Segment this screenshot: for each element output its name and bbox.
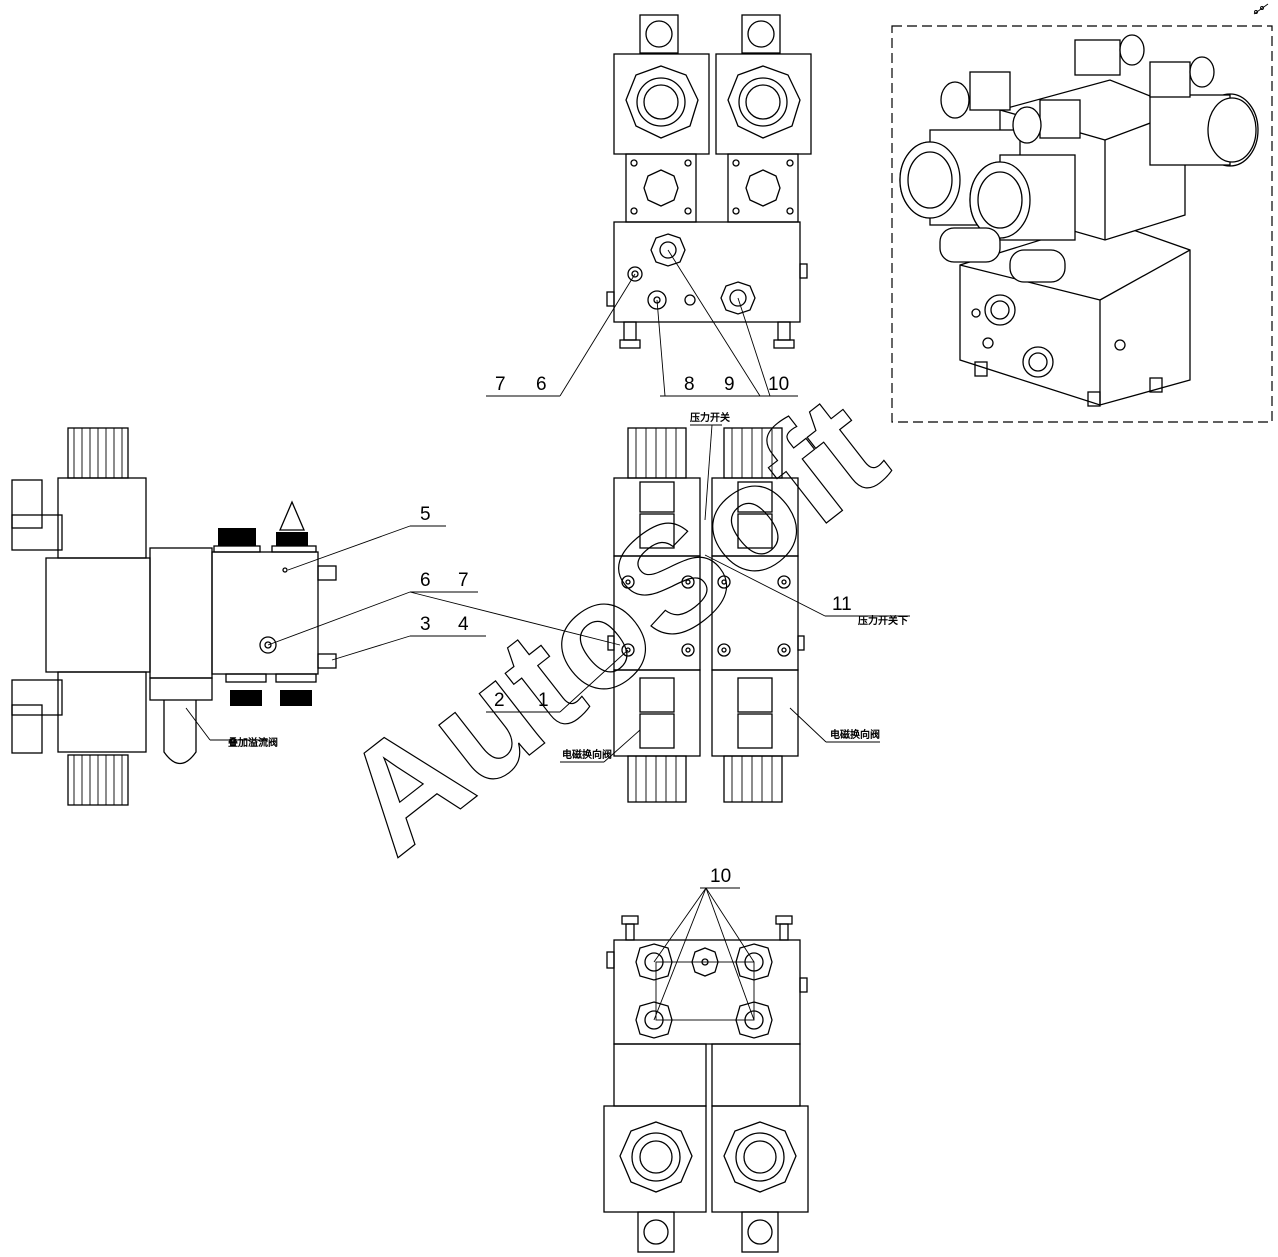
watermark-text: AutoSoft [311, 363, 913, 885]
annotation-solenoid-valve-right: 电磁换向阀 [830, 728, 880, 741]
callout-11: 11 [832, 594, 852, 615]
callout-5-side: 5 [420, 504, 431, 525]
callout-10-top: 10 [768, 374, 789, 395]
watermark: AutoSoft [311, 362, 915, 885]
callout-6-side: 6 [420, 570, 431, 591]
callout-4-side: 4 [458, 614, 469, 635]
annotation-solenoid-valve-left: 电磁换向阀 [562, 748, 612, 761]
callout-6-top: 6 [536, 374, 547, 395]
callout-1: 1 [538, 690, 549, 711]
isometric-frame [891, 25, 1273, 423]
corner-mark-icon [1253, 3, 1269, 15]
annotation-pressure-switch: 压力开关 [690, 411, 730, 424]
callout-10-bottom: 10 [710, 866, 731, 887]
top-view: 7 6 8 9 10 [486, 14, 812, 397]
callout-8-top: 8 [684, 374, 695, 395]
callout-2: 2 [494, 690, 505, 711]
annotation-relief-valve: 叠加溢流阀 [228, 736, 278, 749]
isometric-view [891, 25, 1273, 423]
annotation-pressure-switch-lower: 压力开关下 [858, 614, 908, 627]
callout-7-top: 7 [495, 374, 506, 395]
callout-7-side: 7 [458, 570, 469, 591]
callout-9-top: 9 [724, 374, 735, 395]
side-view: 叠加溢流阀 5 6 7 3 4 [11, 427, 621, 806]
front-view: 压力开关 11 压力开关下 2 1 电磁换向阀 电磁换向阀 [486, 411, 910, 803]
callout-3-side: 3 [420, 614, 431, 635]
bottom-view: 10 [603, 866, 809, 1253]
